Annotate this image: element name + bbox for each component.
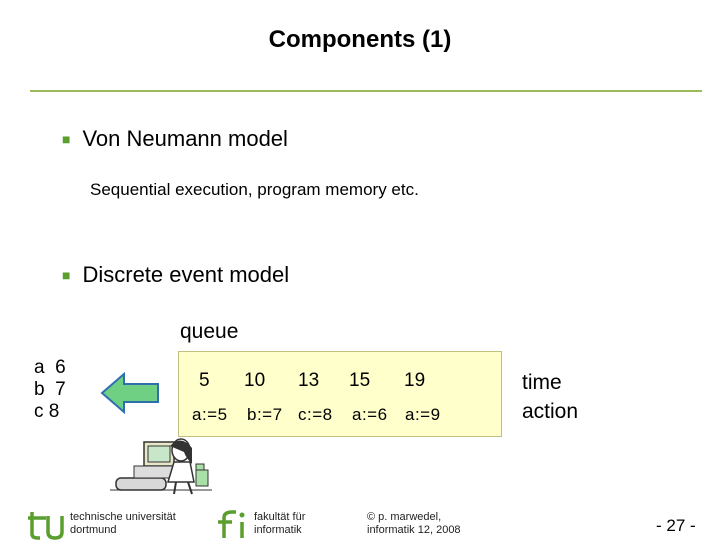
queue-time: 15 xyxy=(349,370,371,391)
queue-action: a:=9 xyxy=(405,405,441,424)
page-number: - 27 - xyxy=(656,516,696,535)
queue-time: 19 xyxy=(404,370,426,391)
action-label: action xyxy=(522,400,579,423)
queue-time: 5 xyxy=(199,370,210,391)
queue-time: 10 xyxy=(244,370,266,391)
queue-action: b:=7 xyxy=(247,405,283,424)
time-label: time xyxy=(522,371,562,394)
bullet-text: Discrete event model xyxy=(82,262,290,287)
fi-logo-icon xyxy=(218,510,245,538)
bullet-subtext: Sequential execution, program memory etc… xyxy=(90,180,419,199)
queue-action: a:=5 xyxy=(192,405,228,424)
bullet-von-neumann: ■ Von Neumann model xyxy=(62,126,288,152)
variable-list: a 6 b 7 c 8 xyxy=(34,357,66,423)
bullet-discrete-event: ■ Discrete event model xyxy=(62,262,289,288)
bullet-icon: ■ xyxy=(62,131,71,147)
time-action-labels: time action xyxy=(522,368,578,426)
variable-row: a 6 xyxy=(34,357,66,378)
university-name: technische universität dortmund xyxy=(70,511,176,536)
copyright-notice: © p. marwedel, informatik 12, 2008 xyxy=(367,511,461,536)
event-queue xyxy=(178,351,502,437)
tu-logo-icon xyxy=(28,512,64,540)
bullet-icon: ■ xyxy=(62,267,71,283)
slide-title: Components (1) xyxy=(268,26,452,53)
title-divider xyxy=(30,90,702,92)
left-arrow-icon xyxy=(100,372,159,414)
queue-action: c:=8 xyxy=(298,405,333,424)
queue-action: a:=6 xyxy=(352,405,388,424)
variable-row: b 7 xyxy=(34,379,66,400)
queue-label: queue xyxy=(180,320,239,343)
faculty-name: fakultät für informatik xyxy=(254,511,306,536)
person-at-computer-icon xyxy=(110,438,212,495)
bullet-text: Von Neumann model xyxy=(82,126,288,151)
queue-time: 13 xyxy=(298,370,320,391)
variable-row: c 8 xyxy=(34,401,60,422)
